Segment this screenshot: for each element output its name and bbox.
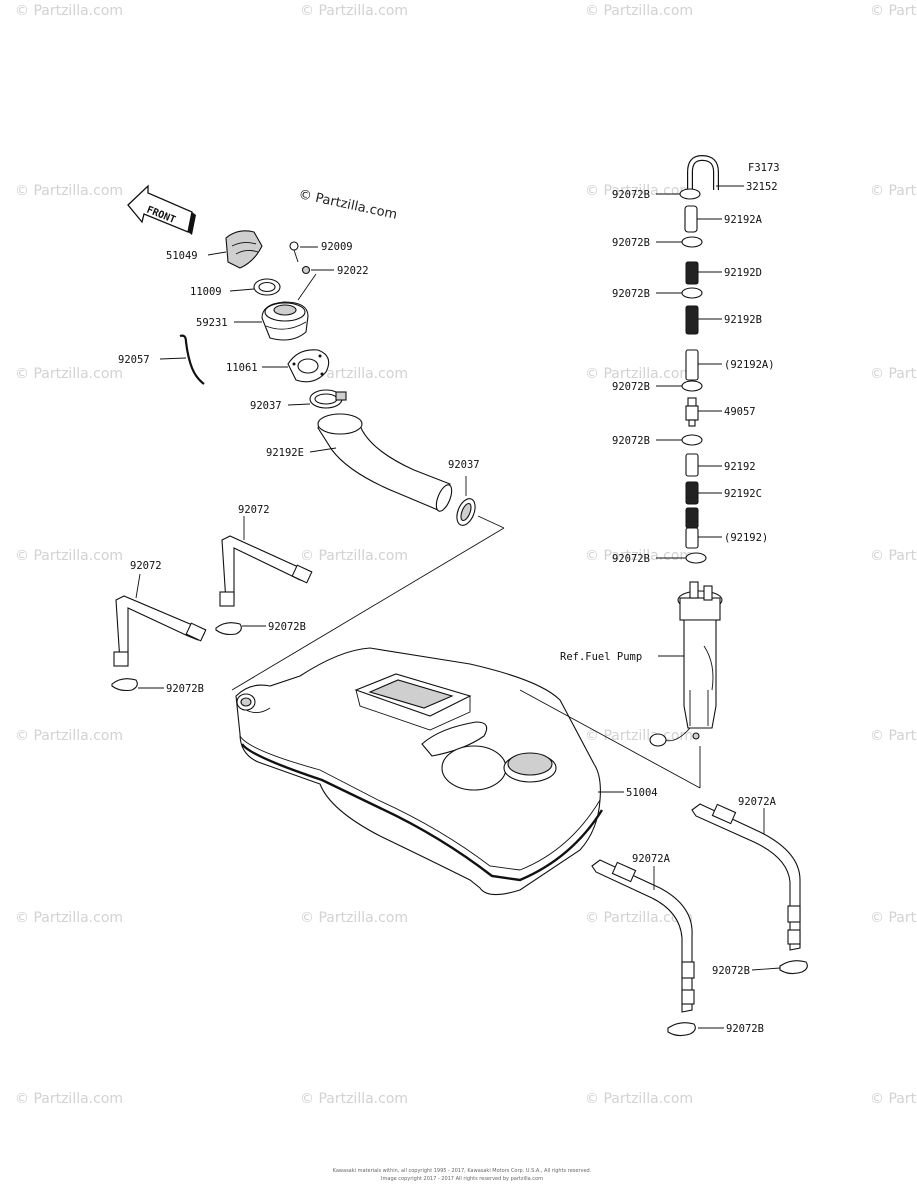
- label-92192: 92192: [724, 461, 756, 473]
- hose-elbow-part: [688, 156, 718, 196]
- label-92009: 92009: [321, 241, 353, 253]
- watermark: © Partzilla.com: [15, 3, 123, 19]
- watermark: © Partzilla.com: [15, 548, 123, 564]
- fuel-tank-part: [235, 647, 604, 896]
- watermark: © Partzilla.com: [15, 728, 123, 744]
- tank-strap-a-part: [691, 803, 801, 951]
- watermark: © Partzilla.com: [300, 1091, 408, 1107]
- watermark: © Partzilla.com: [870, 728, 917, 744]
- watermark: © Partzilla.com: [585, 366, 693, 382]
- watermark: © Partzilla.com: [870, 3, 917, 19]
- label-51049: 51049: [166, 250, 198, 262]
- watermark: © Partzilla.com: [15, 183, 123, 199]
- hose-part-c: [685, 481, 699, 505]
- watermark: © Partzilla.com: [15, 910, 123, 926]
- watermark: © Partzilla.com: [870, 1091, 917, 1107]
- label-92057: 92057: [118, 354, 150, 366]
- watermark-layer: © Partzilla.com © Partzilla.com © Partzi…: [15, 3, 917, 1107]
- label-92037-lower: 92037: [448, 459, 480, 471]
- front-arrow-icon: FRONT: [127, 184, 196, 235]
- check-valve-part: [685, 397, 699, 427]
- breather-tube-part: [179, 334, 205, 385]
- watermark: © Partzilla.com: [870, 183, 917, 199]
- label-11009: 11009: [190, 286, 222, 298]
- label-92192B: 92192B: [724, 314, 762, 326]
- hose-clip-icon: [679, 188, 701, 200]
- label-92072A-lower: 92072A: [632, 853, 671, 865]
- label-92192C: 92192C: [724, 488, 762, 500]
- hose-part: [684, 205, 698, 233]
- label-32152: 32152: [746, 181, 778, 193]
- label-92072B-right-2: 92072B: [726, 1023, 764, 1035]
- label-92037: 92037: [250, 400, 282, 412]
- hose-clamp-part-lower: [456, 498, 476, 526]
- screw-part: [289, 241, 299, 263]
- watermark: © Partzilla.com: [585, 548, 693, 564]
- watermark: © Partzilla.com: [870, 910, 917, 926]
- label-92072B-r2: 92072B: [612, 237, 650, 249]
- label-51004: 51004: [626, 787, 658, 799]
- footer-text-2: Image copyright 2017 - 2017 All rights r…: [381, 1176, 543, 1182]
- label-92072B-r5: 92072B: [612, 435, 650, 447]
- label-92072A-right: 92072A: [738, 796, 777, 808]
- strap-clip-part-3: [779, 960, 808, 975]
- watermark: © Partzilla.com: [585, 183, 693, 199]
- watermark: © Partzilla.com: [15, 1091, 123, 1107]
- hose-clamp-part: [309, 389, 347, 409]
- label-92072B-left-2: 92072B: [166, 683, 204, 695]
- label-ref-fuel-pump: Ref.Fuel Pump: [560, 651, 642, 663]
- footer-text-1: Kawasaki materials within, all copyright…: [333, 1168, 592, 1174]
- label-92022: 92022: [337, 265, 369, 277]
- hose-part-d: [685, 261, 699, 285]
- hose-part-plain: [685, 453, 699, 477]
- label-92072B-r1: 92072B: [612, 189, 650, 201]
- filler-hose-part: [317, 413, 453, 512]
- gasket-plate-part: [287, 349, 330, 383]
- label-92192D: 92192D: [724, 267, 762, 279]
- watermark: © Partzilla.com: [585, 910, 693, 926]
- watermark: © Partzilla.com: [870, 366, 917, 382]
- label-92072B-r3: 92072B: [612, 288, 650, 300]
- diagram-code: F3173: [748, 162, 780, 174]
- label-92192-paren: (92192): [724, 532, 768, 544]
- label-92072B-right-1: 92072B: [712, 965, 750, 977]
- watermark: © Partzilla.com: [300, 910, 408, 926]
- label-59231: 59231: [196, 317, 228, 329]
- watermark: © Partzilla.com: [300, 3, 408, 19]
- label-49057: 49057: [724, 406, 756, 418]
- label-92072-lower: 92072: [130, 560, 162, 572]
- hose-part-a2: [685, 349, 699, 381]
- tank-strap-a-part-2: [591, 859, 695, 1013]
- strap-clip-part-4: [667, 1022, 696, 1037]
- label-92192A-paren: (92192A): [724, 359, 775, 371]
- watermark: © Partzilla.com: [585, 1091, 693, 1107]
- watermark: © Partzilla.com: [870, 548, 917, 564]
- hose-part-b: [685, 305, 699, 335]
- watermark: © Partzilla.com: [15, 366, 123, 382]
- fuel-pump-part: [649, 581, 723, 747]
- tank-strap-part-lower: [113, 595, 207, 667]
- watermark: © Partzilla.com: [585, 728, 693, 744]
- label-92072-upper: 92072: [238, 504, 270, 516]
- copyright-text: © Partzilla.com: [297, 187, 398, 223]
- label-92072B-r6: 92072B: [612, 553, 650, 565]
- washer-part: [301, 265, 311, 275]
- label-92192A: 92192A: [724, 214, 763, 226]
- filler-neck-part: [261, 301, 309, 341]
- cap-cover-part: [225, 230, 263, 269]
- label-92072B-r4: 92072B: [612, 381, 650, 393]
- strap-clip-part-2: [111, 678, 138, 692]
- label-92072B-left-1: 92072B: [268, 621, 306, 633]
- label-92192E: 92192E: [266, 447, 304, 459]
- strap-clip-part: [215, 622, 242, 636]
- watermark: © Partzilla.com: [585, 3, 693, 19]
- tank-strap-part: [219, 535, 313, 607]
- label-11061: 11061: [226, 362, 258, 374]
- watermark: © Partzilla.com: [300, 548, 408, 564]
